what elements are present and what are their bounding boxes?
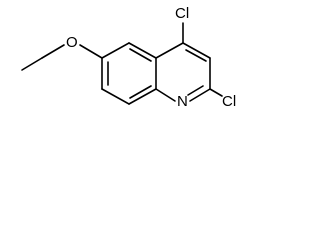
bond-ch3 xyxy=(21,57,43,71)
bond-n-c8a xyxy=(155,88,176,102)
bond-c4a-c4 xyxy=(155,42,184,59)
bond-c5-c6 xyxy=(101,42,130,59)
chemical-structure-diagram: Cl Cl N O xyxy=(21,5,236,110)
bond-c2-cl xyxy=(209,88,223,97)
bond-c6-o xyxy=(79,44,103,59)
bond-c4a-c5-inner xyxy=(129,48,152,62)
chlorine-atom-label-top: Cl xyxy=(175,5,189,22)
bond-c2-n-double xyxy=(187,85,204,96)
bond-o-ch3 xyxy=(41,44,65,59)
bond-c2-n xyxy=(189,88,211,102)
bond-c4-c3 xyxy=(182,42,211,59)
oxygen-atom-label: O xyxy=(66,34,78,51)
bond-c3-c2-double xyxy=(185,49,207,62)
chlorine-atom-label-right: Cl xyxy=(222,93,236,110)
bond-c7-c8 xyxy=(101,88,130,105)
bond-c4a-c5 xyxy=(128,42,157,59)
nitrogen-atom-label: N xyxy=(177,93,188,110)
bond-c8-c8a xyxy=(128,88,157,105)
bond-c8-c8a-inner xyxy=(129,85,152,99)
